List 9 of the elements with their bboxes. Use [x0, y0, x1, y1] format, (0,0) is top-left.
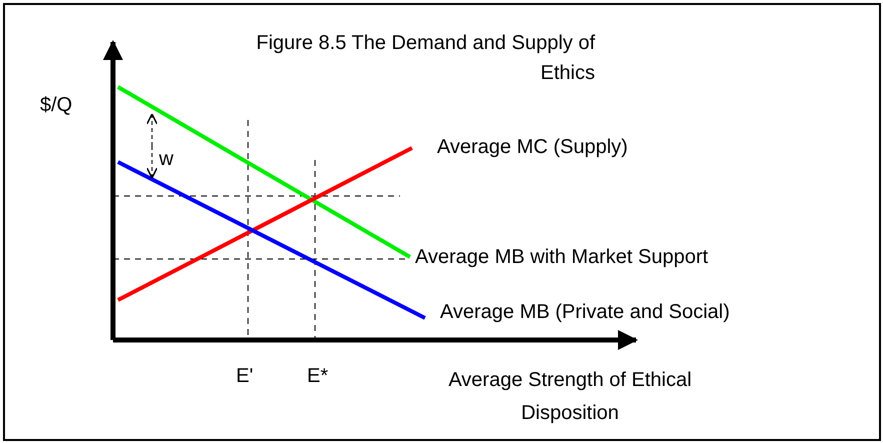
curve-label: Average MB with Market Support — [415, 245, 708, 270]
tick-label: E* — [307, 364, 328, 389]
axis-label: $/Q — [40, 93, 72, 118]
curve-label: Average MC (Supply) — [437, 135, 628, 160]
dimension-label: w — [159, 147, 174, 172]
figure-title: Figure 8.5 The Demand and Supply of Ethics — [255, 31, 595, 86]
curve-label: Average MB (Private and Social) — [440, 300, 730, 325]
axis-title: Average Strength of Ethical Disposition — [447, 368, 693, 426]
tick-label: E' — [236, 364, 254, 389]
